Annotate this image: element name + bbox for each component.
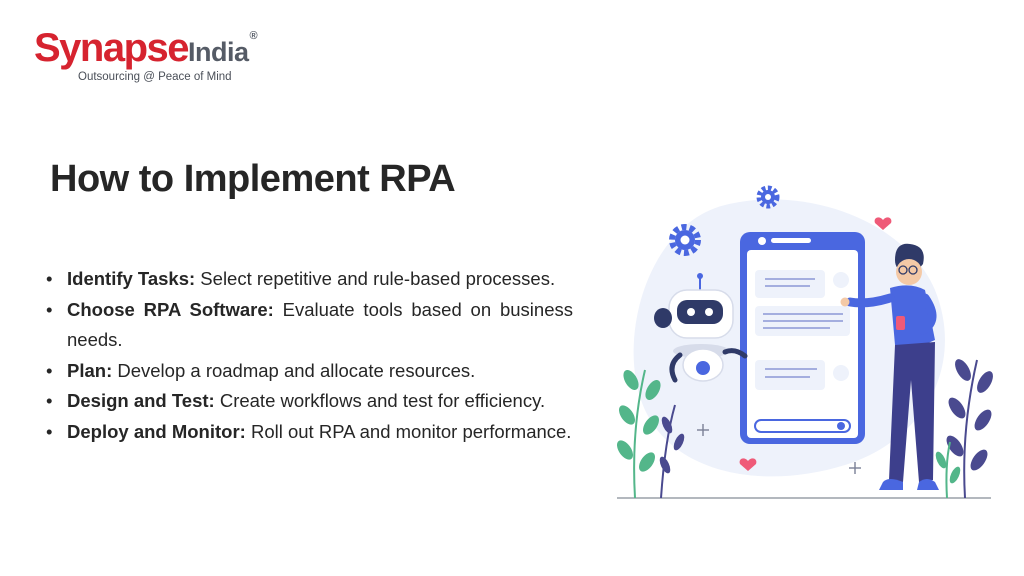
- leaf-icon: [935, 441, 961, 499]
- bullet-text: Develop a roadmap and allocate resources…: [112, 359, 476, 381]
- bullet-item-deploy-monitor: Deploy and Monitor: Roll out RPA and mon…: [46, 417, 573, 448]
- logo-tagline: Outsourcing @ Peace of Mind: [78, 71, 232, 83]
- gear-icon: [756, 185, 780, 209]
- bullet-term: Deploy and Monitor:: [67, 420, 246, 442]
- bullet-item-choose-software: Choose RPA Software: Evaluate tools base…: [46, 295, 573, 356]
- bullet-term: Identify Tasks:: [67, 268, 196, 289]
- phone-icon: [740, 232, 865, 444]
- company-logo: SynapseIndia® Outsourcing @ Peace of Min…: [34, 26, 274, 88]
- logo-wordmark: SynapseIndia®: [34, 26, 274, 71]
- heart-icon: [739, 458, 757, 471]
- bullet-text: Select repetitive and rule-based process…: [195, 268, 556, 289]
- bullet-item-plan: Plan: Develop a roadmap and allocate res…: [46, 356, 573, 387]
- bullet-term: Choose RPA Software:: [67, 298, 274, 320]
- heart-icon: [874, 217, 892, 230]
- registered-mark: ®: [249, 30, 258, 42]
- leaf-icon: [617, 369, 661, 499]
- robot-icon: [654, 273, 748, 383]
- bullet-list: Identify Tasks: Select repetitive and ru…: [46, 264, 573, 448]
- person-icon: [840, 243, 939, 490]
- bullet-item-design-test: Design and Test: Create workflows and te…: [46, 386, 573, 417]
- logo-synapse-text: Synapse: [34, 26, 190, 70]
- bullet-item-identify-tasks: Identify Tasks: Select repetitive and ru…: [46, 264, 573, 295]
- sparkle-icon: [697, 424, 709, 436]
- sparkle-icon: [849, 462, 861, 474]
- bullet-term: Design and Test:: [67, 390, 215, 412]
- leaf-icon: [946, 359, 993, 499]
- gear-icon: [669, 224, 701, 256]
- bullet-text: Create workflows and test for efficiency…: [214, 390, 546, 412]
- bullet-term: Plan:: [67, 359, 113, 381]
- leaf-icon: [659, 404, 685, 499]
- slide-title: How to Implement RPA: [50, 158, 456, 200]
- rpa-illustration: [617, 185, 993, 499]
- bullet-text: Evaluate tools based on business needs.: [67, 298, 573, 351]
- logo-india-text: India: [188, 37, 249, 67]
- bullet-text: Roll out RPA and monitor performance.: [245, 420, 572, 442]
